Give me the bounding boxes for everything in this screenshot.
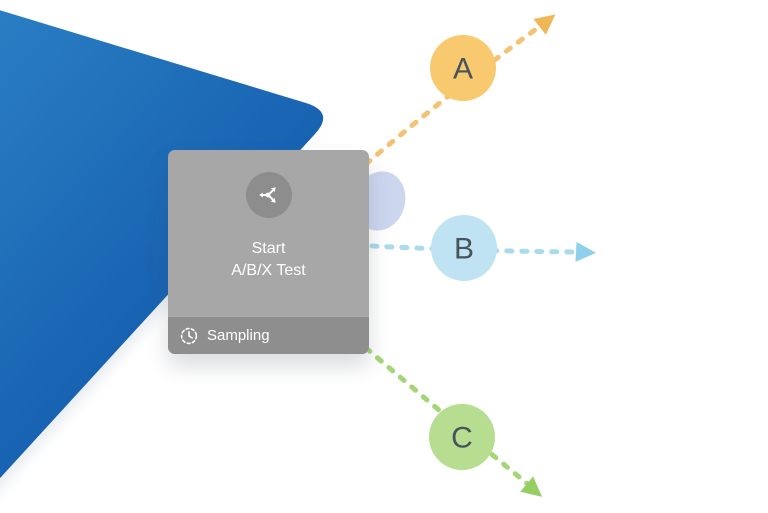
node-footer-label: Sampling xyxy=(207,327,270,344)
branch-circle-c[interactable] xyxy=(429,404,495,470)
branch-a: A xyxy=(363,14,556,167)
split-test-icon-glyph xyxy=(258,187,276,203)
node-title-line2: A/B/X Test xyxy=(231,262,306,279)
branch-arrowhead-b xyxy=(575,241,596,262)
branch-arrowhead-c xyxy=(520,476,543,497)
branch-circle-a[interactable] xyxy=(430,35,496,101)
clock-icon-glyph xyxy=(180,327,198,344)
branch-line-a xyxy=(363,21,546,167)
branch-node-b[interactable]: B xyxy=(431,215,497,281)
branch-line-b xyxy=(369,243,580,255)
split-test-icon xyxy=(245,172,292,218)
branch-b: B xyxy=(369,215,596,281)
node-title: Start A/B/X Test xyxy=(168,238,369,282)
branch-circle-b[interactable] xyxy=(431,215,497,281)
branch-label-c: C xyxy=(451,422,473,455)
node-footer: Sampling xyxy=(168,317,369,354)
branch-c: C xyxy=(363,345,543,497)
branch-node-c[interactable]: C xyxy=(429,404,495,470)
branch-label-b: B xyxy=(454,233,474,266)
branch-label-a: A xyxy=(453,53,473,86)
node-title-line1: Start xyxy=(251,240,286,257)
branch-arrowhead-a xyxy=(533,14,556,35)
branch-node-a[interactable]: A xyxy=(430,35,496,101)
background-arrow xyxy=(0,10,324,479)
node-start-abx-test[interactable]: Start A/B/X Test Sampling xyxy=(168,150,369,354)
clock-icon xyxy=(179,326,199,346)
